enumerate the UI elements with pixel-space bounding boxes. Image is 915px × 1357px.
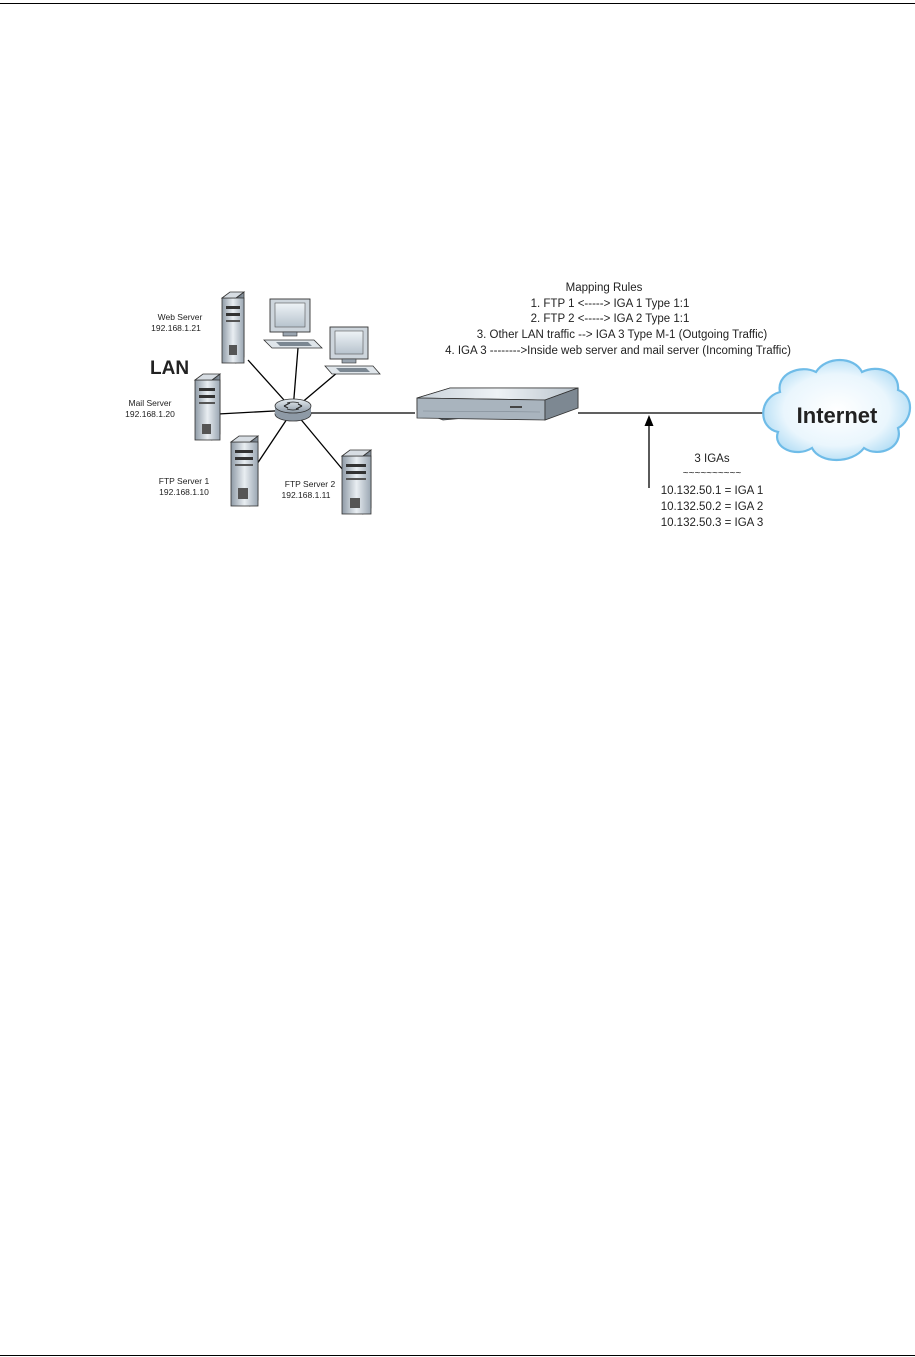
mapping-rule-1: 1. FTP 1 <-----> IGA 1 Type 1:1 [531,298,690,310]
bottom-rule [0,1355,915,1356]
iga-underline: ~~~~~~~~~~ [683,468,742,479]
lan-label: LAN [150,358,189,379]
top-rule [0,3,915,4]
ftp-server-2-icon [340,449,373,515]
ftp-server-2-name: FTP Server 2 [285,479,336,489]
iga-entry-2: 10.132.50.2 = IGA 2 [661,501,764,513]
mapping-rules: Mapping Rules 1. FTP 1 <-----> IGA 1 Typ… [445,282,791,357]
router-device-icon [416,387,579,421]
mail-server-name: Mail Server [129,398,172,408]
ftp-server-1-ip: 192.168.1.10 [159,487,209,497]
pc-1-icon [263,298,323,349]
mail-server-icon [193,373,222,441]
mapping-rules-title: Mapping Rules [566,282,643,294]
mapping-rule-3: 3. Other LAN traffic --> IGA 3 Type M-1 … [477,329,768,341]
iga-entry-3: 10.132.50.3 = IGA 3 [661,517,764,529]
iga-entry-1: 10.132.50.1 = IGA 1 [661,485,764,497]
ftp-server-1-name: FTP Server 1 [159,476,210,486]
switch-icon [274,398,312,422]
iga-list: 3 IGAs ~~~~~~~~~~ 10.132.50.1 = IGA 1 10… [661,453,764,529]
mapping-rule-2: 2. FTP 2 <-----> IGA 2 Type 1:1 [531,313,690,325]
web-server-name: Web Server [158,312,203,322]
ftp-server-1-icon [229,435,260,507]
iga-title: 3 IGAs [694,453,729,465]
internet-label: Internet [797,403,878,428]
web-server-icon [220,291,246,364]
mapping-rule-4: 4. IGA 3 -------->Inside web server and … [445,345,791,357]
iga-arrow [644,415,654,488]
pc-2-icon [324,326,381,375]
internet-cloud-icon [762,359,912,461]
mail-server-ip: 192.168.1.20 [125,409,175,419]
ftp-server-2-ip: 192.168.1.11 [282,490,331,500]
web-server-ip: 192.168.1.21 [151,323,201,333]
server-labels: Web Server 192.168.1.21 Mail Server 192.… [125,312,335,500]
